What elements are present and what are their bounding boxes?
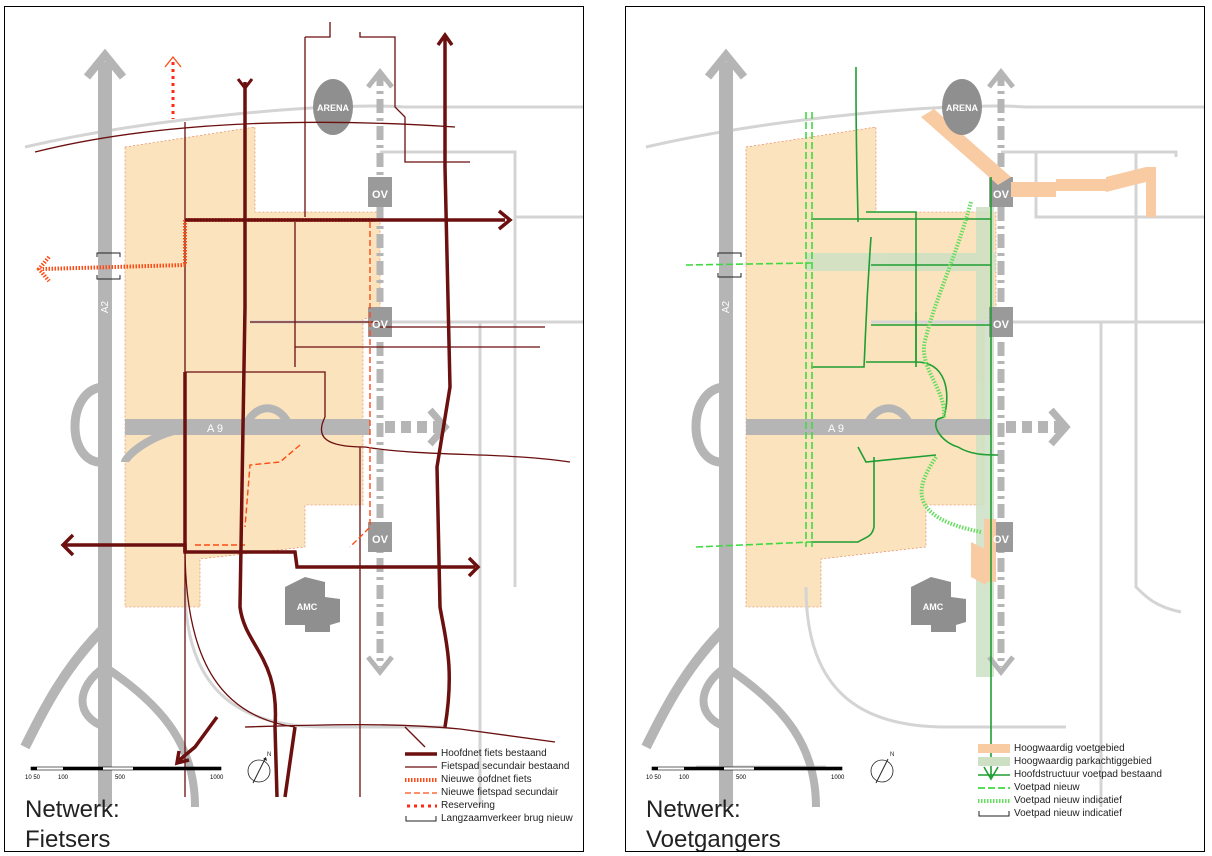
legend-label: Hoogwaardig parkachtiggebied	[1014, 756, 1152, 767]
legend-item: Reservering	[403, 799, 583, 812]
map-title-fietsers: Netwerk: Fietsers	[25, 795, 120, 852]
bike-network-map: ARENA AMC OV OV OV A2 A 9 10 50 100 500 …	[20, 22, 583, 808]
amc-label: AMC	[923, 602, 944, 612]
map-title-voetgangers: Netwerk: Voetgangers	[646, 795, 781, 852]
ov-label-3: OV	[372, 534, 389, 546]
amc-building	[911, 577, 966, 632]
title-line-2: Fietsers	[25, 826, 111, 852]
development-zone	[124, 126, 381, 608]
walk-new	[685, 112, 813, 548]
map-panel-voetgangers: ARENA AMC OV OV OV A2 A 9 10 50 100 500 …	[625, 6, 1205, 852]
scale-tick-100: 100	[679, 775, 690, 781]
ov-label-2: OV	[993, 319, 1010, 331]
highway-a2	[20, 48, 199, 808]
legend-item: Nieuwe oofdnet fiets	[403, 773, 583, 786]
bike-new-main	[36, 218, 375, 283]
legend-item: Voetpad nieuw indicatief	[976, 794, 1204, 807]
legend-item: Langzaamverkeer brug nieuw	[403, 812, 583, 825]
legend-label: Fietspad secundair bestaand	[441, 761, 570, 772]
scale-tick-1000: 1000	[210, 775, 224, 781]
legend-item: Hoogwaardig voetgebied	[976, 742, 1204, 755]
scale-tick-10-50: 10 50	[646, 775, 662, 781]
walk-new-indicative	[919, 201, 982, 534]
scale-bar: 10 50 100 500 1000	[646, 766, 845, 781]
bike-new-secondary	[195, 222, 371, 548]
svg-text:N: N	[890, 752, 894, 758]
scale-tick-500: 500	[115, 775, 126, 781]
legend-label: Voetpad nieuw indicatief	[1014, 795, 1122, 806]
scale-tick-100: 100	[58, 775, 69, 781]
ov-label-1: OV	[993, 189, 1010, 201]
legend-item: Hoofdstructuur voetpad bestaand	[976, 768, 1204, 781]
a2-label: A2	[100, 300, 111, 313]
map-panel-fietsers: ARENA AMC OV OV OV A2 A 9 10 50 100 500 …	[4, 6, 584, 852]
arena-label: ARENA	[317, 103, 350, 113]
legend-label: Hoogwaardig voetgebied	[1014, 743, 1125, 754]
highway-a2	[641, 48, 820, 808]
scale-tick-10-50: 10 50	[25, 775, 41, 781]
bridge-markers	[96, 252, 121, 280]
legend-label: Hoofdnet fiets bestaand	[441, 748, 547, 759]
legend-item: Hoogwaardig parkachtiggebied	[976, 755, 1204, 768]
legend-label: Reservering	[441, 800, 495, 811]
arena-building	[942, 79, 982, 135]
legend-voetgangers: Hoogwaardig voetgebied Hoogwaardig parka…	[976, 742, 1204, 820]
legend-label: Voetpad nieuw indicatief	[1014, 808, 1122, 819]
legend-item: Hoofdnet fiets bestaand	[403, 747, 583, 760]
arena-label: ARENA	[946, 103, 979, 113]
a9-label: A 9	[828, 423, 844, 435]
amc-label: AMC	[297, 602, 318, 612]
pedestrian-priority-area	[921, 109, 1156, 585]
legend-item: Fietspad secundair bestaand	[403, 760, 583, 773]
legend-label: Voetpad nieuw	[1014, 782, 1080, 793]
legend-item: Voetpad nieuw indicatief	[976, 807, 1204, 820]
walk-main-existing	[811, 67, 999, 781]
ov-transit-line	[366, 67, 394, 677]
legend-item: Nieuwe fietspad secundair	[403, 786, 583, 799]
scale-tick-500: 500	[736, 775, 747, 781]
ov-label-3: OV	[993, 534, 1010, 546]
bike-secondary-existing	[34, 22, 571, 797]
legend-fietsers: Hoofdnet fiets bestaand Fietspad secunda…	[403, 747, 583, 825]
legend-label: Hoofdstructuur voetpad bestaand	[1014, 769, 1162, 780]
legend-label: Nieuwe oofdnet fiets	[441, 774, 532, 785]
legend-item: Voetpad nieuw	[976, 781, 1204, 794]
title-line-1: Netwerk:	[646, 796, 741, 823]
bike-main-existing	[60, 31, 513, 798]
highway-a9	[746, 404, 1071, 447]
a2-label: A2	[721, 300, 732, 313]
bridge-markers	[717, 252, 742, 278]
a9-label: A 9	[207, 423, 223, 435]
legend-label: Langzaamverkeer brug nieuw	[441, 813, 573, 824]
scale-tick-1000: 1000	[831, 775, 845, 781]
pedestrian-network-map: ARENA AMC OV OV OV A2 A 9 10 50 100 500 …	[641, 48, 1204, 808]
amc-building	[285, 577, 340, 632]
title-line-1: Netwerk:	[25, 796, 120, 823]
svg-text:N: N	[267, 752, 271, 758]
arena-building	[313, 79, 353, 135]
north-arrow-icon: N	[870, 752, 894, 784]
north-arrow-icon: N	[247, 752, 271, 784]
title-line-2: Voetgangers	[646, 826, 781, 852]
legend-label: Nieuwe fietspad secundair	[441, 787, 559, 798]
scale-bar: 10 50 100 500 1000	[25, 766, 224, 781]
ov-label-1: OV	[372, 189, 389, 201]
ov-label-2: OV	[372, 319, 389, 331]
